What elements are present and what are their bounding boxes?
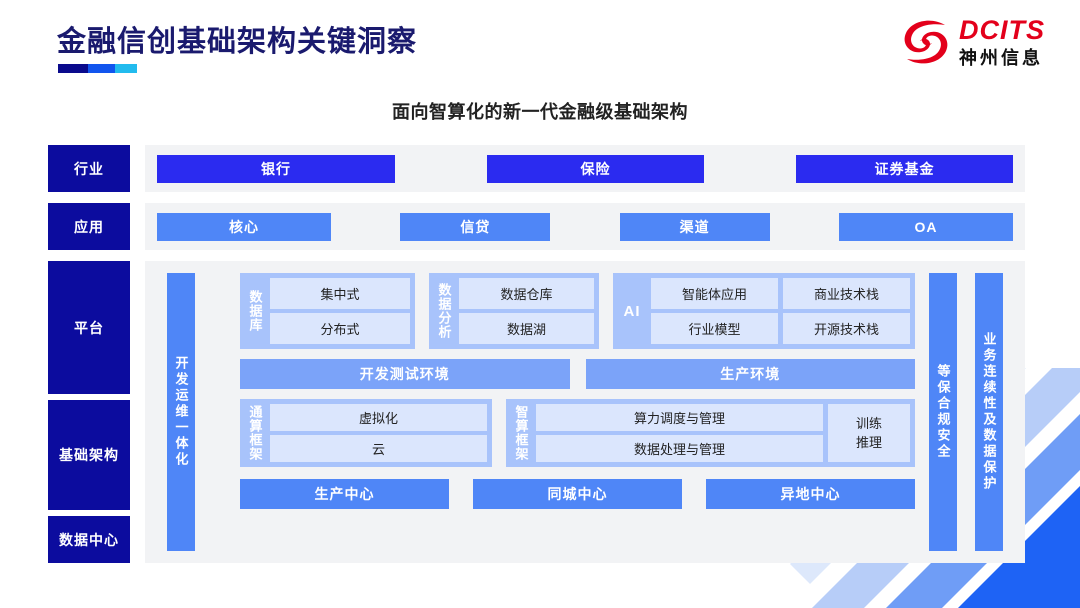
layer-label-industry: 行业 — [48, 145, 130, 192]
application-chip-credit[interactable]: 信贷 — [400, 212, 551, 241]
chip-remote-center[interactable]: 异地中心 — [706, 479, 915, 509]
group-ai: AI 智能体应用 商业技术栈 行业模型 开源技术栈 — [613, 273, 915, 349]
cell-agent-application[interactable]: 智能体应用 — [651, 278, 778, 309]
vertical-bar-devops: 开发运维一体化 — [167, 273, 195, 551]
group-title-intelligent-compute: 智算框架 — [513, 405, 529, 461]
chip-production-center[interactable]: 生产中心 — [240, 479, 449, 509]
cell-industry-model[interactable]: 行业模型 — [651, 313, 778, 344]
layer-label-platform: 平台 — [48, 261, 130, 394]
vertical-bar-business-continuity: 业务连续性及数据保护 — [975, 273, 1003, 551]
application-chip-channel[interactable]: 渠道 — [619, 212, 770, 241]
logo-swirl-icon — [901, 16, 951, 68]
industry-band: 银行 保险 证券基金 — [145, 145, 1025, 192]
title-accent-rule — [58, 64, 137, 73]
cell-distributed[interactable]: 分布式 — [270, 313, 410, 344]
cell-inference-label: 推理 — [855, 435, 882, 450]
cell-data-warehouse[interactable]: 数据仓库 — [459, 278, 594, 309]
cell-data-processing[interactable]: 数据处理与管理 — [536, 435, 823, 462]
chip-dev-test-environment[interactable]: 开发测试环境 — [240, 359, 570, 389]
application-chip-core[interactable]: 核心 — [157, 212, 331, 241]
group-data-analysis: 数据分析 数据仓库 数据湖 — [429, 273, 599, 349]
platform-row: 数据库 集中式 分布式 数据分析 数据仓库 数据湖 — [240, 273, 915, 349]
group-database: 数据库 集中式 分布式 — [240, 273, 415, 349]
industry-chip-insurance[interactable]: 保险 — [487, 154, 704, 183]
chip-production-environment[interactable]: 生产环境 — [585, 359, 915, 389]
compute-framework-row: 通算框架 虚拟化 云 智算框架 算力调度与管理 数据处理与管理 — [240, 399, 915, 467]
cell-cloud[interactable]: 云 — [270, 435, 487, 462]
datacenter-row: 生产中心 同城中心 异地中心 — [240, 479, 915, 509]
logo-text-en: DCITS — [959, 15, 1045, 45]
industry-chip-securities[interactable]: 证券基金 — [796, 154, 1013, 183]
cell-training-label: 训练 — [855, 415, 882, 431]
layer-label-datacenter: 数据中心 — [48, 516, 130, 563]
core-band: 开发运维一体化 等保合规安全 业务连续性及数据保护 数据库 集中式 分布式 — [145, 261, 1025, 563]
core-inner: 数据库 集中式 分布式 数据分析 数据仓库 数据湖 — [240, 273, 915, 551]
cell-data-lake[interactable]: 数据湖 — [459, 313, 594, 344]
group-title-data-analysis: 数据分析 — [436, 283, 452, 339]
logo-text-cn: 神州信息 — [959, 48, 1043, 68]
cell-opensource-stack[interactable]: 开源技术栈 — [783, 313, 910, 344]
group-intelligent-compute-framework: 智算框架 算力调度与管理 数据处理与管理 训练 推理 — [506, 399, 915, 467]
layer-label-application: 应用 — [48, 203, 130, 250]
dcits-logo: DCITS 神州信息 — [901, 16, 1045, 68]
cell-virtualization[interactable]: 虚拟化 — [270, 404, 487, 431]
group-general-compute-framework: 通算框架 虚拟化 云 — [240, 399, 492, 467]
vertical-bar-security-compliance: 等保合规安全 — [929, 273, 957, 551]
cell-compute-scheduling[interactable]: 算力调度与管理 — [536, 404, 823, 431]
cell-commercial-stack[interactable]: 商业技术栈 — [783, 278, 910, 309]
industry-chip-bank[interactable]: 银行 — [157, 154, 395, 183]
group-title-ai: AI — [623, 302, 641, 320]
cell-training-inference[interactable]: 训练 推理 — [828, 404, 910, 462]
layer-label-infrastructure: 基础架构 — [48, 400, 130, 510]
cell-centralized[interactable]: 集中式 — [270, 278, 410, 309]
application-chip-oa[interactable]: OA — [838, 212, 1013, 241]
environment-row: 开发测试环境 生产环境 — [240, 359, 915, 389]
group-title-general-compute: 通算框架 — [247, 405, 263, 461]
architecture-diagram: 行业 应用 平台 基础架构 数据中心 银行 保险 证券基金 核心 信贷 渠道 O… — [0, 138, 1080, 578]
slide-header: 金融信创基础架构关键洞察 DCITS 神州信息 — [0, 0, 1080, 90]
chip-metro-center[interactable]: 同城中心 — [473, 479, 682, 509]
page-title: 金融信创基础架构关键洞察 — [57, 26, 418, 58]
group-title-database: 数据库 — [247, 290, 263, 332]
slide-subtitle: 面向智算化的新一代金融级基础架构 — [392, 102, 688, 122]
application-band: 核心 信贷 渠道 OA — [145, 203, 1025, 250]
